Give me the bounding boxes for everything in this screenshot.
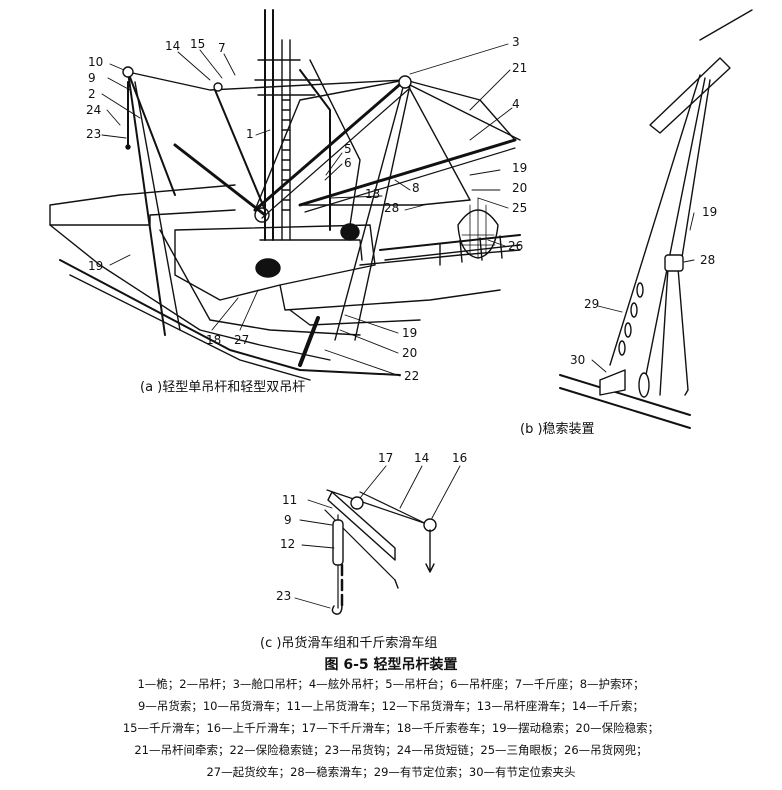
label-c-16: 16 (452, 451, 467, 465)
label-c-9: 9 (284, 513, 292, 527)
label-a-1: 1 (246, 127, 254, 141)
label-a-3: 3 (512, 35, 520, 49)
label-b-29: 29 (584, 297, 599, 311)
figure-title: 图 6-5 轻型吊杆装置 (324, 657, 458, 673)
label-a-15: 15 (190, 37, 205, 51)
label-a-10: 10 (88, 55, 103, 69)
label-a-28: 28 (384, 201, 399, 215)
label-a-27: 27 (234, 333, 249, 347)
label-a-6: 6 (344, 156, 352, 170)
label-a-26: 26 (508, 239, 523, 253)
caption-panel-a: (a )轻型单吊杆和轻型双吊杆 (140, 380, 306, 395)
panel-c-drawing (294, 465, 461, 615)
label-a-19-right: 19 (512, 161, 527, 175)
label-c-17: 17 (378, 451, 393, 465)
label-a-4: 4 (512, 97, 520, 111)
legend-line-2: 9—吊货索；10—吊货滑车；11—上吊货滑车；12—下吊货滑车；13—吊杆座滑车… (138, 699, 644, 713)
label-a-2: 2 (88, 87, 96, 101)
label-b-28: 28 (700, 253, 715, 267)
figure-drawing: 10 9 2 24 23 14 15 7 3 21 4 1 5 6 13 8 1… (49, 9, 753, 615)
panel-b-drawing (559, 9, 753, 429)
label-a-24: 24 (86, 103, 101, 117)
label-a-9: 9 (88, 71, 96, 85)
label-a-8: 8 (412, 181, 420, 195)
label-a-13: 13 (365, 187, 380, 201)
label-a-19-bottom: 19 (402, 326, 417, 340)
label-a-20-right: 20 (512, 181, 527, 195)
label-a-22: 22 (404, 369, 419, 383)
legend-line-4: 21—吊杆间牵索；22—保险稳索链；23—吊货钩；24—吊货短链；25—三角眼板… (134, 743, 648, 757)
caption-panel-b: (b )稳索装置 (520, 422, 595, 437)
label-b-19: 19 (702, 205, 717, 219)
label-a-21: 21 (512, 61, 527, 75)
label-c-14: 14 (414, 451, 429, 465)
label-a-18: 18 (206, 333, 221, 347)
label-c-12: 12 (280, 537, 295, 551)
label-b-30: 30 (570, 353, 585, 367)
label-a-5: 5 (344, 142, 352, 156)
label-a-7: 7 (218, 41, 226, 55)
label-a-14: 14 (165, 39, 180, 53)
label-a-25: 25 (512, 201, 527, 215)
label-a-20-bottom: 20 (402, 346, 417, 360)
label-a-23: 23 (86, 127, 101, 141)
caption-panel-c: (c )吊货滑车组和千斤索滑车组 (260, 636, 438, 651)
label-c-23: 23 (276, 589, 291, 603)
legend-line-5: 27—起货绞车；28—稳索滑车；29—有节定位索；30—有节定位索夹头 (206, 765, 576, 779)
label-c-11: 11 (282, 493, 297, 507)
panel-a-drawing (49, 9, 521, 381)
legend-line-1: 1—桅；2—吊杆；3—舱口吊杆；4—舷外吊杆；5—吊杆台；6—吊杆座；7—千斤座… (137, 677, 645, 691)
label-a-19-left: 19 (88, 259, 103, 273)
legend-line-3: 15—千斤滑车；16—上千斤滑车；17—下千斤滑车；18—千斤索卷车；19—摆动… (122, 721, 660, 735)
